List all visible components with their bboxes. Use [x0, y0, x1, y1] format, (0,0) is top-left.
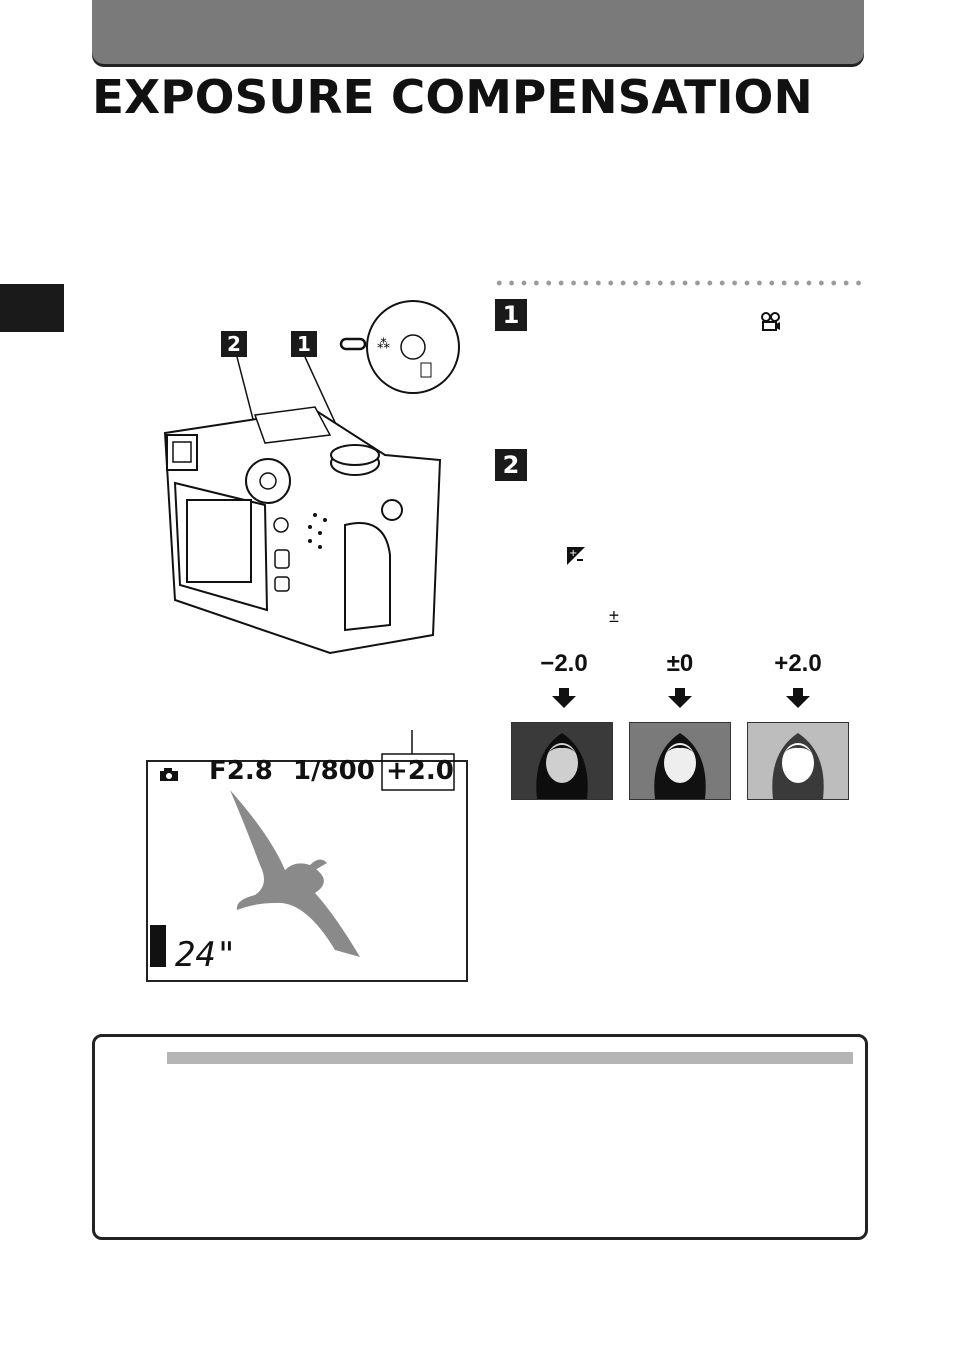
lcd-exposure-compensation: +2.0 [386, 756, 454, 786]
section-divider-dots [493, 279, 865, 287]
lcd-aperture: F2.8 [209, 756, 273, 786]
ev-label-zero: ±0 [666, 650, 694, 677]
chapter-tab [0, 284, 64, 332]
ev-label-minus: −2.0 [540, 650, 588, 677]
exposure-compensation-icon: + [566, 546, 586, 571]
callout-label-2: 2 [221, 331, 247, 357]
down-arrow-icon [668, 688, 692, 708]
sample-photo-bright [747, 722, 849, 800]
seagull-image [230, 790, 360, 957]
sample-photo-dark [511, 722, 613, 800]
page-title: EXPOSURE COMPENSATION [92, 70, 813, 124]
callout-label-1: 1 [291, 331, 317, 357]
down-arrow-icon [552, 688, 576, 708]
step-2-badge: 2 [495, 449, 527, 481]
down-arrow-icon [786, 688, 810, 708]
lcd-shutter-speed: 1/800 [293, 756, 375, 786]
lcd-callout-line [381, 730, 455, 791]
header-bar [92, 0, 864, 64]
sample-photo-normal [629, 722, 731, 800]
ev-label-plus: +2.0 [774, 650, 822, 677]
plus-minus-glyph: ± [609, 606, 619, 626]
camera-mode-icon [158, 766, 182, 787]
svg-text:+: + [569, 548, 577, 559]
battery-indicator [150, 925, 166, 967]
step-1-badge: 1 [495, 299, 527, 331]
note-box [92, 1034, 868, 1240]
movie-mode-icon [760, 311, 782, 338]
lcd-remaining-time: 24" [175, 935, 237, 975]
note-header-bar [167, 1052, 853, 1064]
camera-illustration: ⁂ [163, 300, 460, 655]
svg-text:⁂: ⁂ [377, 337, 390, 352]
